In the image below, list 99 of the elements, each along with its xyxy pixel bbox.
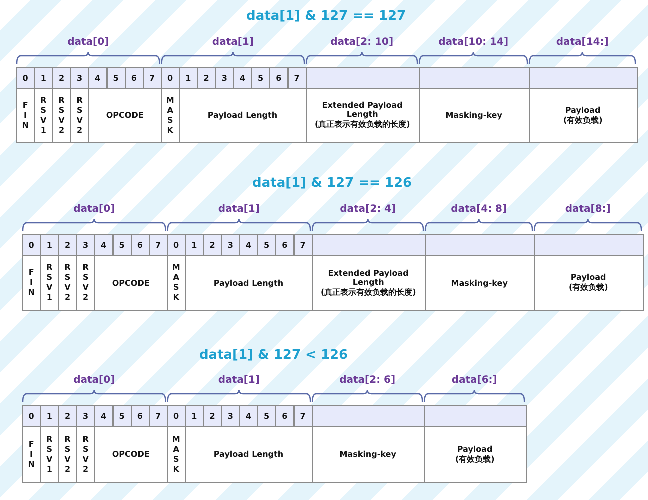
field-name: RSV2 (63, 263, 72, 303)
bit-number: 1 (46, 240, 52, 250)
field-name: OPCODE (112, 450, 150, 459)
field-name: OPCODE (112, 278, 150, 288)
field-name: RSV1 (45, 263, 54, 303)
bit-number: 5 (264, 240, 270, 250)
byte-label: data[0] (74, 375, 116, 386)
bit-number: 0 (22, 74, 28, 82)
bit-number: 7 (300, 412, 306, 420)
bit-number: 0 (168, 74, 174, 82)
bit-number: 3 (77, 74, 83, 82)
bit-number: 0 (28, 240, 34, 250)
byte-label: data[2: 6] (340, 375, 396, 386)
byte-label: data[1] (218, 204, 260, 215)
byte-label: data[8:] (565, 204, 611, 215)
byte-label: data[1] (218, 375, 260, 386)
field-name: Payload Length (208, 111, 278, 120)
field-note: (真正表示有效负载的长度) (320, 286, 416, 298)
heading: data[1] & 127 < 126 (200, 348, 348, 363)
bit-number: 5 (113, 74, 119, 82)
bit-number: 0 (174, 240, 180, 250)
field-name: RSV1 (39, 96, 48, 136)
bit-number: 7 (149, 74, 156, 82)
bit-number: 1 (46, 412, 52, 420)
field-name: FIN (27, 268, 36, 298)
bit-number: 3 (83, 240, 89, 250)
bit-number: 2 (64, 412, 71, 420)
bit-number: 4 (95, 74, 101, 82)
byte-label: data[0] (74, 204, 116, 215)
bit-number: 1 (192, 412, 198, 420)
byte-label: data[2: 4] (340, 204, 396, 215)
bit-number: 5 (264, 412, 270, 420)
bit-number: 7 (300, 240, 306, 250)
field-note: (真正表示有效负载的长度) (314, 119, 410, 130)
field-name: MASK (172, 434, 181, 474)
bit-number: 2 (64, 240, 71, 250)
bit-number: 2 (204, 74, 210, 82)
byte-label: data[2: 10] (330, 37, 394, 48)
byte-label: data[14:] (556, 37, 609, 48)
field-name: FIN (27, 440, 36, 470)
field-name: Extended Payload Length (321, 101, 404, 119)
field-name: Masking-key (446, 111, 502, 120)
heading: data[1] & 127 == 126 (252, 176, 412, 191)
bit-number: 6 (137, 412, 143, 420)
field-name: RSV2 (63, 434, 72, 474)
bit-number: 2 (210, 412, 216, 420)
field-name: RSV2 (75, 96, 84, 136)
bit-number: 6 (137, 240, 143, 250)
field-name: Payload (457, 444, 493, 454)
field-name: FIN (21, 100, 30, 130)
field-name: Payload (565, 106, 601, 114)
bit-number: 1 (192, 240, 198, 250)
field-name: Payload (570, 273, 606, 282)
bit-number: 3 (228, 240, 234, 250)
bit-number: 7 (155, 240, 162, 250)
byte-label: data[0] (68, 37, 110, 48)
bit-number: 1 (186, 74, 192, 82)
field-name: OPCODE (106, 111, 144, 120)
field-name: Payload Length (214, 278, 284, 288)
field-note: (有效负载) (455, 454, 495, 464)
byte-label: data[6:] (452, 375, 498, 386)
bit-number: 2 (58, 74, 65, 82)
bit-number: 1 (40, 74, 46, 82)
field-name: Payload Length (214, 450, 284, 459)
field-note: (有效负载) (568, 282, 608, 293)
bit-number: 6 (282, 412, 288, 420)
byte-label: data[10: 14] (438, 37, 509, 48)
bit-number: 3 (228, 412, 234, 420)
field-name: RSV2 (57, 96, 66, 136)
field-name: Masking-key (340, 450, 396, 459)
bit-number: 4 (246, 412, 252, 420)
bit-number: 0 (28, 412, 34, 420)
field-name: MASK (166, 96, 175, 136)
field-name: RSV1 (45, 434, 54, 474)
bit-number: 0 (174, 412, 180, 420)
bit-number: 6 (131, 74, 137, 82)
byte-label: data[4: 8] (451, 204, 508, 215)
bit-number: 4 (240, 74, 246, 82)
bit-number: 5 (258, 74, 264, 82)
field-name: Extended Payload Length (327, 268, 410, 286)
bit-number: 5 (119, 412, 125, 420)
bit-number: 7 (155, 412, 162, 420)
byte-label: data[1] (212, 37, 254, 48)
heading: data[1] & 127 == 127 (246, 9, 406, 24)
bit-number: 4 (101, 412, 107, 420)
bit-number: 6 (276, 74, 282, 82)
bit-number: 2 (210, 240, 216, 250)
bit-number: 7 (294, 74, 300, 82)
bit-number: 4 (101, 240, 107, 250)
bit-number: 6 (282, 240, 288, 250)
field-name: RSV2 (81, 434, 90, 474)
bit-number: 5 (119, 240, 125, 250)
field-note: (有效负载) (563, 115, 603, 126)
bit-number: 3 (83, 412, 89, 420)
field-name: MASK (172, 263, 181, 303)
bit-number: 4 (246, 240, 252, 250)
field-name: RSV2 (81, 263, 90, 303)
field-name: Masking-key (451, 278, 508, 288)
bit-number: 3 (222, 74, 228, 82)
